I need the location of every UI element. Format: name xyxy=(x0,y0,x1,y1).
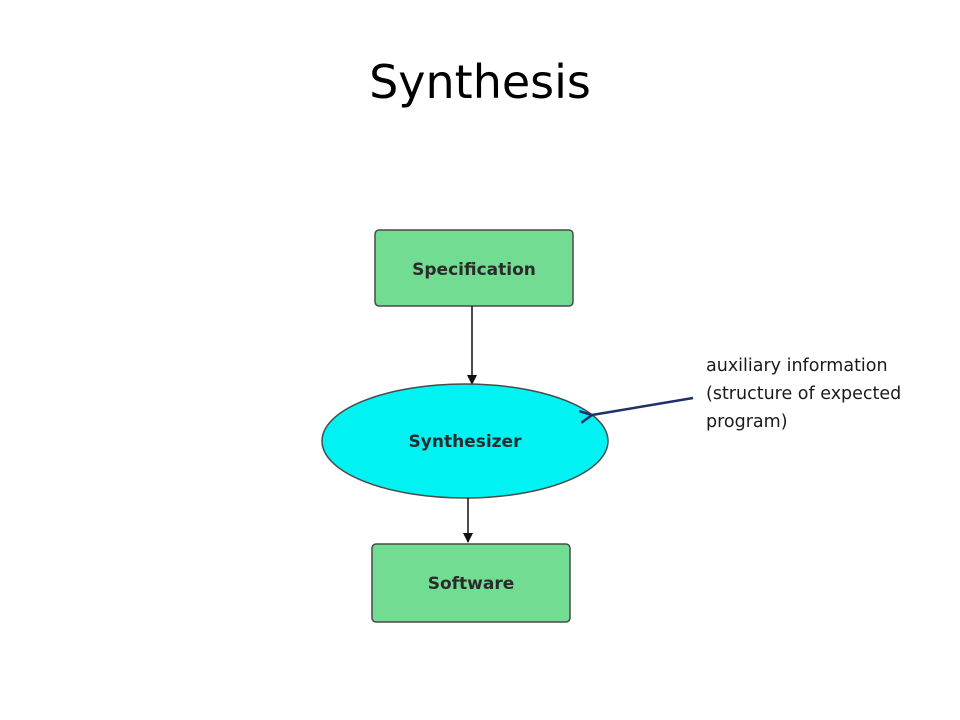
annotation-line: auxiliary information xyxy=(706,356,888,376)
synthesizer-label: Synthesizer xyxy=(409,432,523,452)
annotation-text: auxiliary information (structure of expe… xyxy=(706,352,946,436)
synthesizer-node: Synthesizer xyxy=(321,383,609,499)
specification-box xyxy=(374,229,574,307)
specification-node: Specification xyxy=(374,229,574,307)
specification-label: Specification xyxy=(412,260,536,280)
software-node: Software xyxy=(371,543,571,623)
synthesizer-ellipse xyxy=(321,383,609,499)
slide-title: Synthesis xyxy=(369,55,591,109)
annotation-arrow xyxy=(592,396,694,415)
software-label: Software xyxy=(428,574,515,594)
software-box xyxy=(371,543,571,623)
annotation-line: (structure of expected xyxy=(706,384,902,404)
annotation-line: program) xyxy=(706,412,788,432)
